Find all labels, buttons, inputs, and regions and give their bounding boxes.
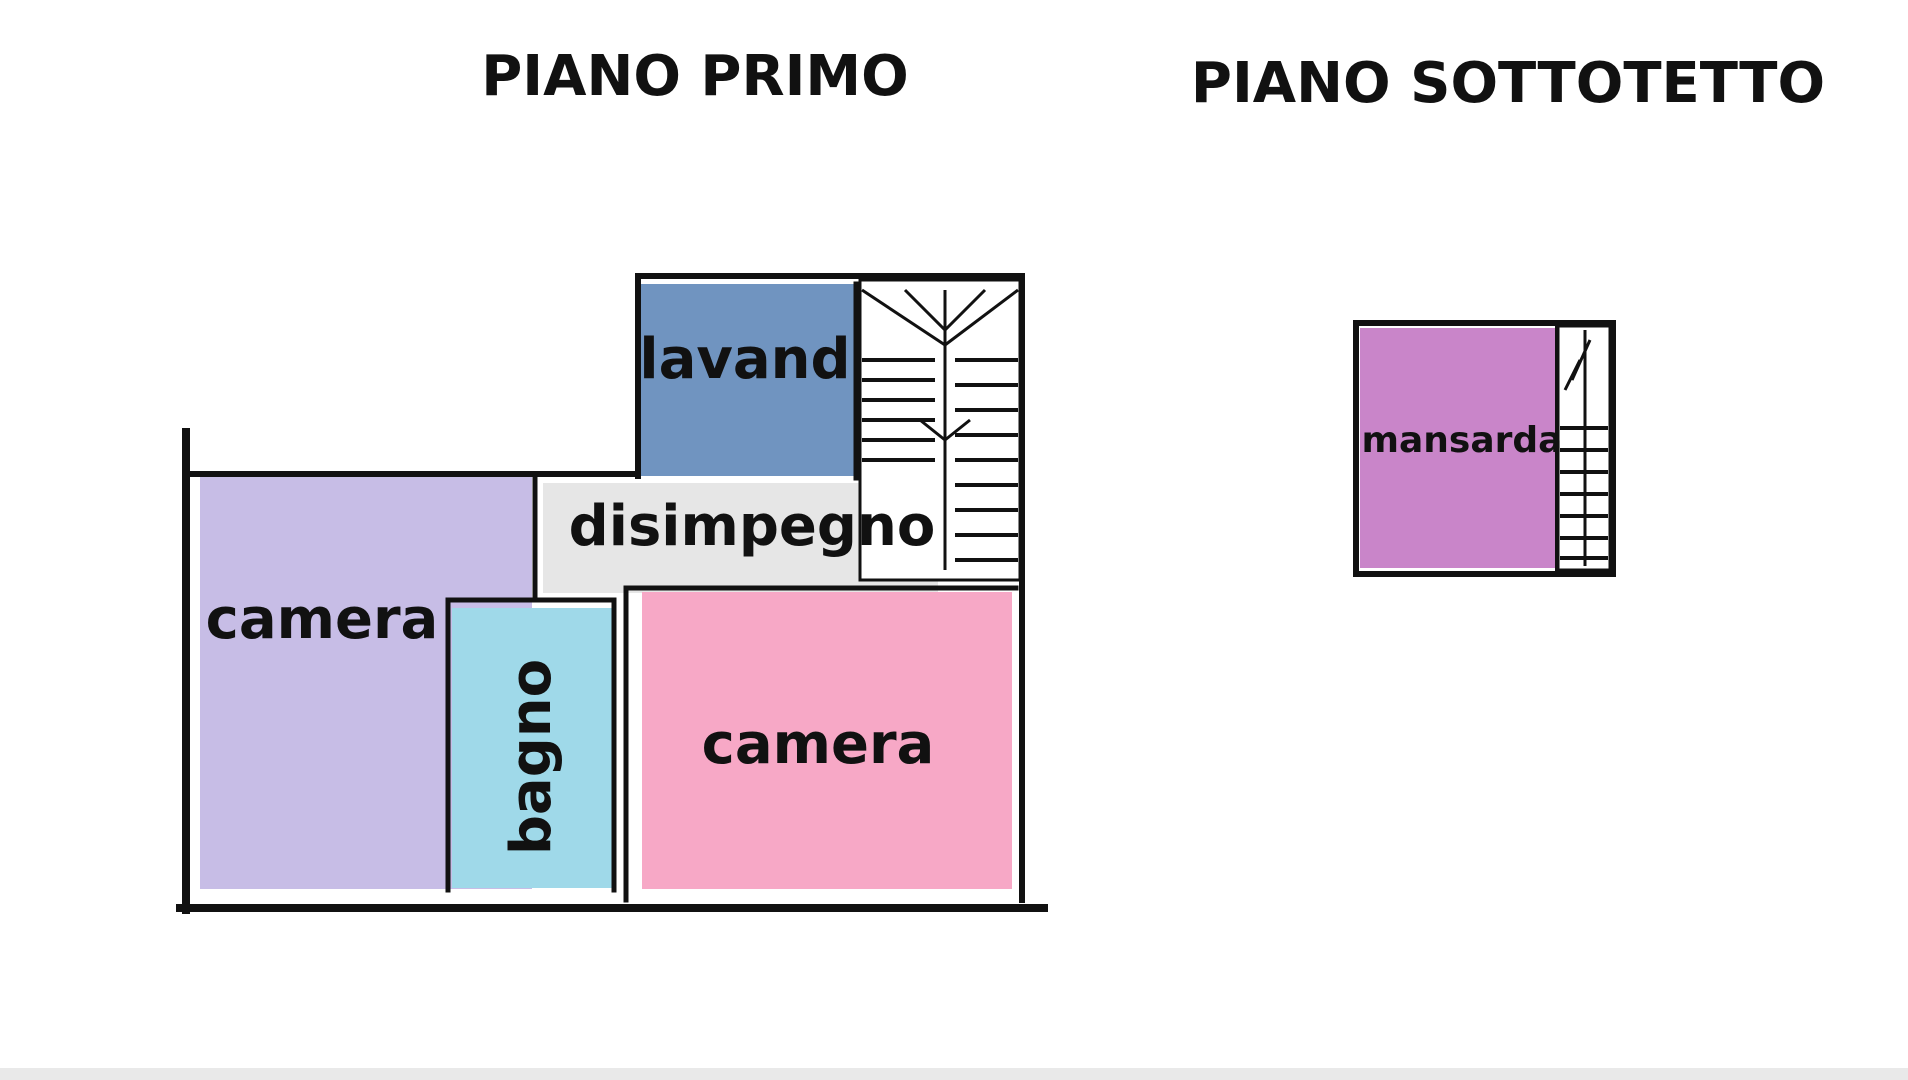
room-label-camera-right: camera bbox=[702, 712, 935, 777]
floor-plan-piano-primo: lavand disimpegno camera bagno camera bbox=[176, 273, 1048, 914]
walls-sottotetto bbox=[1353, 320, 1616, 577]
room-camera-right bbox=[642, 592, 1012, 889]
bottom-strip bbox=[0, 1068, 1908, 1080]
staircase-primo bbox=[858, 278, 1022, 582]
room-label-mansarda: mansarda bbox=[1362, 420, 1563, 461]
room-label-camera-left: camera bbox=[206, 587, 439, 652]
room-mansarda bbox=[1360, 328, 1556, 568]
floor-title-piano-sottotetto: PIANO SOTTOTETTO bbox=[1191, 51, 1825, 116]
floor-plan-piano-sottotetto: mansarda bbox=[1353, 320, 1616, 577]
room-lavand bbox=[641, 284, 854, 476]
walls-primo bbox=[176, 273, 1048, 914]
floor-title-piano-primo: PIANO PRIMO bbox=[481, 44, 909, 109]
room-label-disimpegno: disimpegno bbox=[569, 494, 936, 559]
room-bagno bbox=[452, 608, 612, 888]
room-label-bagno: bagno bbox=[499, 659, 564, 855]
staircase-sottotetto bbox=[1556, 324, 1612, 572]
room-label-lavand: lavand bbox=[639, 327, 850, 392]
